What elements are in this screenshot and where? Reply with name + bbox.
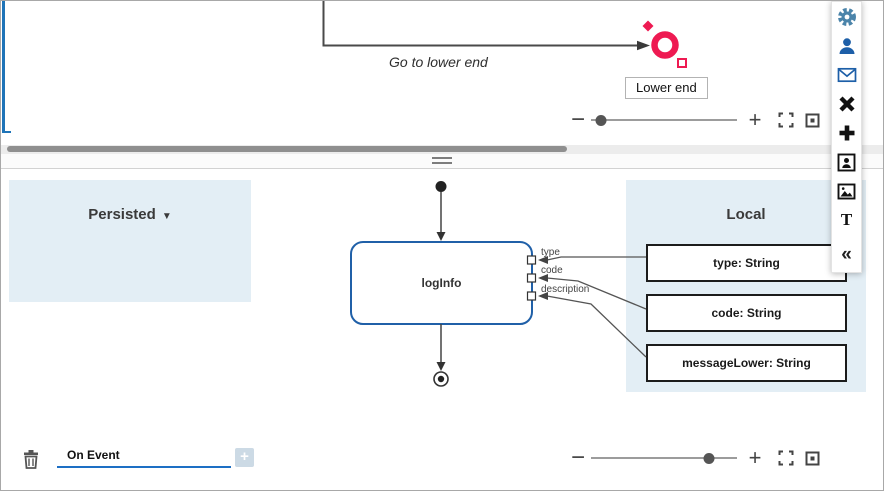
mail-icon[interactable] xyxy=(834,63,860,87)
zoom-out-button[interactable]: − xyxy=(570,106,585,133)
persisted-panel: Persisted ▼ xyxy=(9,180,251,302)
right-toolbar: T « xyxy=(831,1,862,273)
port-label-description: description xyxy=(541,284,590,295)
connector-code-arrowhead xyxy=(538,274,548,282)
zoom-in-button[interactable]: + xyxy=(748,445,762,470)
top-zoom-slider-dot[interactable] xyxy=(595,114,607,126)
pane-splitter[interactable] xyxy=(1,154,883,168)
horizontal-scrollbar xyxy=(1,145,883,154)
port-type[interactable] xyxy=(526,255,537,265)
statechart-drawing xyxy=(350,181,647,387)
end-state-node[interactable] xyxy=(651,31,679,59)
add-icon[interactable] xyxy=(834,121,860,145)
local-panel-title: Local xyxy=(726,206,766,223)
chevron-down-icon: ▼ xyxy=(161,211,172,222)
zoom-slider-track xyxy=(591,114,737,126)
transition-arrowhead xyxy=(637,40,650,51)
event-name-input[interactable] xyxy=(57,447,231,468)
splitter-handle-icon[interactable] xyxy=(432,157,452,164)
assign-user-icon[interactable] xyxy=(834,150,860,174)
port-label-code: code xyxy=(541,265,563,276)
port-label-type: type xyxy=(541,247,560,258)
top-zoom-controls: − + xyxy=(567,108,820,132)
close-icon[interactable] xyxy=(834,92,860,116)
connector-description-arrowhead xyxy=(538,292,548,300)
overview-icon[interactable] xyxy=(805,113,820,128)
connector-description xyxy=(546,295,647,358)
end-node-label[interactable]: Lower end xyxy=(625,77,708,99)
add-event-button[interactable]: + xyxy=(235,448,254,467)
canvas-selection-border xyxy=(2,1,5,133)
persisted-dropdown[interactable]: Persisted ▼ xyxy=(9,180,251,223)
connector-type xyxy=(546,256,646,261)
connector-code xyxy=(546,277,647,310)
overview-icon[interactable] xyxy=(805,451,820,466)
lower-diagram-canvas[interactable]: Persisted ▼ Local type: String code: Stri… xyxy=(1,168,883,490)
user-icon[interactable] xyxy=(834,34,860,58)
initial-transition-arrowhead xyxy=(436,232,446,241)
image-icon[interactable] xyxy=(834,179,860,203)
persisted-label: Persisted xyxy=(88,206,156,223)
port-description[interactable] xyxy=(526,291,537,301)
zoom-out-button[interactable]: − xyxy=(570,444,585,471)
local-variable-code[interactable]: code: String xyxy=(646,294,847,332)
horizontal-scrollbar-thumb[interactable] xyxy=(7,146,567,152)
port-code[interactable] xyxy=(526,273,537,283)
fit-screen-icon[interactable] xyxy=(778,112,794,128)
state-label[interactable]: logInfo xyxy=(421,276,462,290)
bottom-zoom-controls: − + xyxy=(567,446,820,470)
upper-diagram-canvas[interactable]: Go to lower end Lower end − + xyxy=(1,1,883,145)
fit-screen-icon[interactable] xyxy=(778,450,794,466)
text-icon[interactable]: T xyxy=(840,210,853,229)
collapse-icon[interactable]: « xyxy=(841,244,852,265)
local-panel: Local type: String code: String messageL… xyxy=(626,180,866,392)
local-variable-messagelower[interactable]: messageLower: String xyxy=(646,344,847,382)
canvas-selection-border-corner xyxy=(2,131,11,133)
final-state-dot xyxy=(437,375,445,383)
bottom-zoom-slider-dot[interactable] xyxy=(703,452,715,464)
zoom-slider-track xyxy=(591,452,737,464)
delete-icon[interactable] xyxy=(21,448,41,470)
transition-line xyxy=(322,1,638,47)
final-transition-arrowhead xyxy=(436,362,446,371)
selection-handle-diamond[interactable] xyxy=(642,20,654,32)
initial-state-node[interactable] xyxy=(435,181,447,192)
selection-handle-square[interactable] xyxy=(677,58,687,68)
zoom-in-button[interactable]: + xyxy=(748,107,762,132)
upper-diagram-drawing xyxy=(322,1,687,68)
settings-icon[interactable] xyxy=(834,5,860,29)
connector-type-arrowhead xyxy=(538,256,548,264)
transition-label: Go to lower end xyxy=(389,54,488,70)
